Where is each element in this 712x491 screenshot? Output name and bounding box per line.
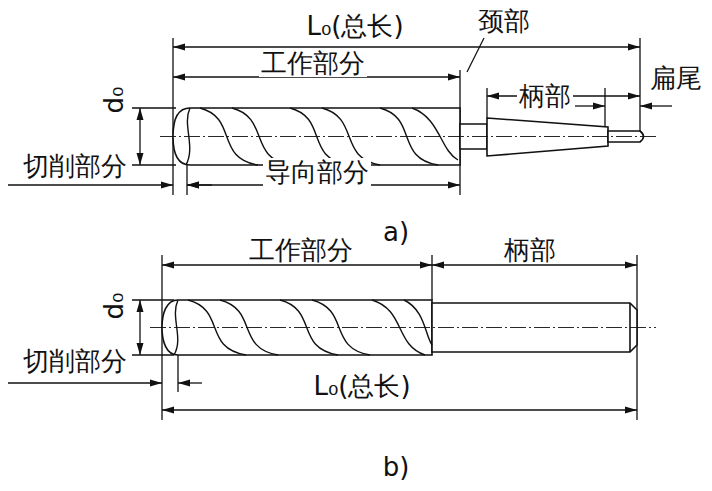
taper-shank (487, 118, 608, 156)
dimension-line (162, 264, 432, 265)
dimension-line (640, 105, 672, 106)
dimension-label: 柄部 (502, 236, 558, 264)
dimension-label: 切削部分 (21, 152, 129, 180)
center-line (160, 136, 656, 137)
dimension-label: L₀(总长) (304, 12, 405, 40)
dimension-line (139, 300, 140, 355)
extension-line (173, 38, 640, 195)
figure-label: a) (381, 218, 411, 246)
dimension-label: 工作部分 (247, 236, 355, 264)
dimension-line (162, 409, 637, 410)
dimension-label: 扁尾 (648, 64, 704, 92)
flute-edge (404, 300, 432, 345)
dimension-line (8, 184, 173, 185)
center-line (150, 327, 656, 328)
dimension-label: 工作部分 (259, 49, 367, 77)
dimension-line (173, 46, 640, 47)
dimension-line (178, 382, 202, 383)
figure-label: b) (381, 453, 412, 481)
dimension-lines (8, 38, 672, 420)
dimension-label: d₀ (100, 291, 128, 322)
flute-edge (412, 108, 458, 160)
dimension-line (575, 105, 605, 106)
dimension-line (139, 108, 140, 165)
drill-flutes (160, 108, 656, 165)
drill-flutes (150, 300, 656, 355)
dimension-line (8, 382, 162, 383)
dimension-label: 柄部 (517, 82, 573, 110)
dimension-label: 导向部分 (263, 158, 371, 186)
dimension-line (432, 264, 637, 265)
extension-line (162, 255, 637, 420)
dimension-label: d₀ (100, 85, 128, 116)
dimension-label: 切削部分 (21, 347, 129, 375)
leader-line (467, 38, 484, 72)
part-label: 颈部 (476, 7, 532, 35)
dimension-label: L₀(总长) (311, 372, 412, 400)
